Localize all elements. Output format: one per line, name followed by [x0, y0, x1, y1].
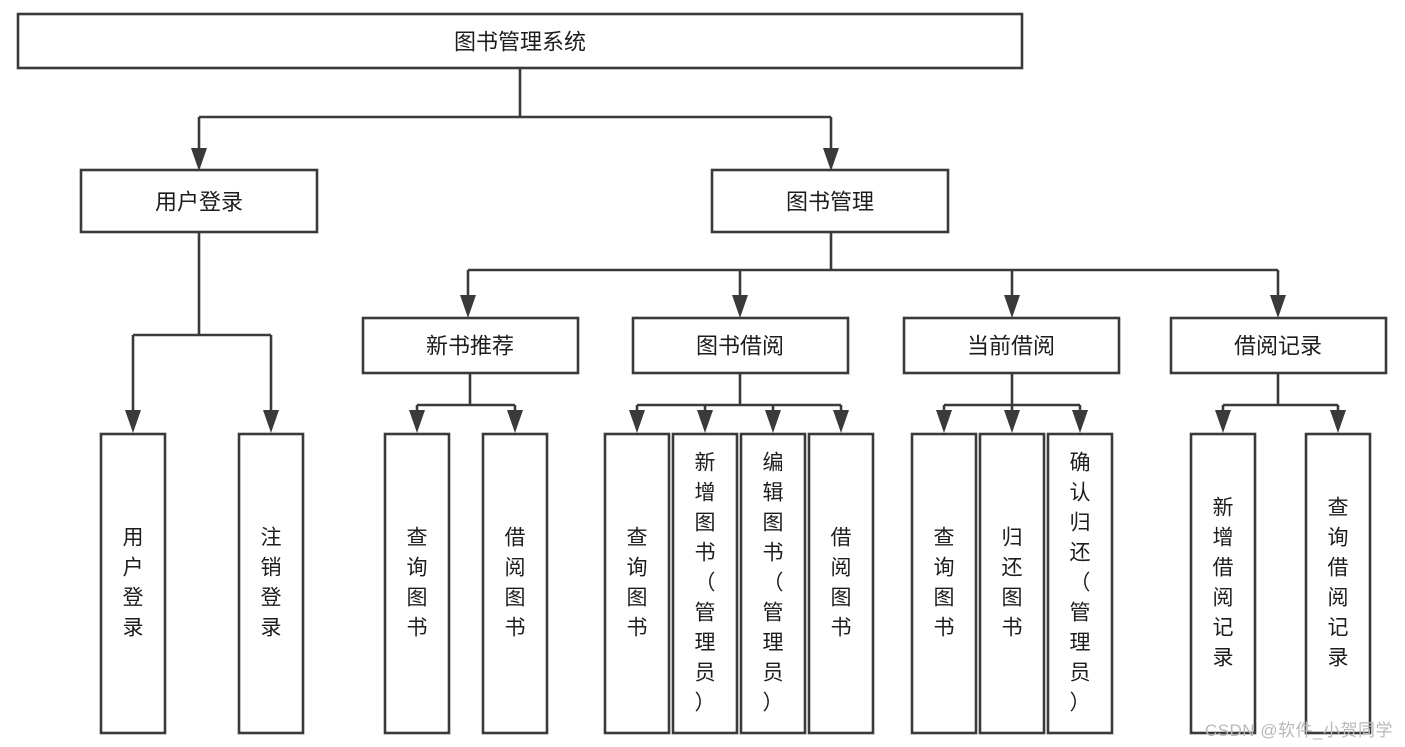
node-current-borrow-label: 当前借阅 [967, 334, 1055, 359]
node-root[interactable]: 图书管理系统 [16, 12, 1024, 70]
arrow-head-leaf-query-book-1 [409, 410, 425, 433]
node-new-book-recommend-label: 新书推荐 [426, 334, 514, 359]
arrow-head-leaf-query-borrow-record [1330, 410, 1346, 433]
connector-book-management-to-level3 [460, 232, 1286, 318]
node-borrow-record-label: 借阅记录 [1234, 334, 1322, 359]
node-leaf-edit-book-box[interactable] [739, 432, 807, 735]
node-new-book-recommend[interactable]: 新书推荐 [361, 316, 580, 375]
node-borrow-record-box[interactable] [1169, 316, 1388, 375]
arrow-head-book-borrow [732, 295, 748, 318]
node-leaf-user-logout-label: 注销登录 [261, 527, 282, 640]
node-leaf-query-book-2-label: 查询图书 [627, 527, 648, 640]
arrow-head-leaf-add-borrow-record [1215, 410, 1231, 433]
node-current-borrow-box[interactable] [902, 316, 1121, 375]
arrow-head-leaf-confirm-return [1072, 410, 1088, 433]
node-leaf-query-book-1-label: 查询图书 [407, 527, 428, 640]
node-book-management[interactable]: 图书管理 [710, 168, 950, 234]
node-book-borrow-box[interactable] [631, 316, 850, 375]
node-book-management-box[interactable] [710, 168, 950, 234]
node-leaf-confirm-return[interactable]: 确认归还（管理员） [1046, 432, 1114, 735]
arrow-head-leaf-borrow-book-1 [507, 410, 523, 433]
node-user-login-label: 用户登录 [155, 190, 243, 215]
node-leaf-user-login-label: 用户登录 [123, 527, 144, 640]
arrow-head-book-management [823, 148, 839, 171]
connector-new-book-recommend-to-leaves [409, 373, 523, 433]
node-leaf-borrow-book-1-box[interactable] [481, 432, 549, 735]
arrow-head-leaf-user-logout [263, 410, 279, 433]
connector-current-borrow-to-leaves [936, 373, 1088, 433]
node-user-login-box[interactable] [79, 168, 319, 234]
arrow-head-borrow-record [1270, 295, 1286, 318]
arrow-head-leaf-user-login [125, 410, 141, 433]
node-leaf-user-login[interactable]: 用户登录 [99, 432, 167, 735]
node-leaf-add-book[interactable]: 新增图书（管理员） [671, 432, 739, 735]
node-leaf-query-book-1[interactable]: 查询图书 [383, 432, 451, 735]
node-root-label: 图书管理系统 [454, 30, 586, 55]
node-leaf-borrow-book-1[interactable]: 借阅图书 [481, 432, 549, 735]
connector-user-login-to-leaves [125, 232, 279, 433]
node-leaf-query-borrow-record-label: 查询借阅记录 [1328, 497, 1349, 670]
connector-book-borrow-to-leaves [629, 373, 849, 433]
node-leaf-user-logout-box[interactable] [237, 432, 305, 735]
node-leaf-add-borrow-record-label: 新增借阅记录 [1213, 497, 1234, 670]
node-leaf-query-borrow-record[interactable]: 查询借阅记录 [1304, 432, 1372, 735]
node-borrow-record[interactable]: 借阅记录 [1169, 316, 1388, 375]
arrow-head-leaf-borrow-book-2 [833, 410, 849, 433]
arrow-head-leaf-edit-book [765, 410, 781, 433]
node-leaf-borrow-book-2-label: 借阅图书 [831, 527, 852, 640]
node-leaf-confirm-return-box[interactable] [1046, 432, 1114, 735]
node-leaf-add-borrow-record-box[interactable] [1189, 432, 1257, 735]
connector-borrow-record-to-leaves [1215, 373, 1346, 433]
node-leaf-query-book-2-box[interactable] [603, 432, 671, 735]
arrow-head-leaf-query-book-2 [629, 410, 645, 433]
node-leaf-borrow-book-1-label: 借阅图书 [505, 527, 526, 640]
node-book-management-label: 图书管理 [786, 190, 874, 215]
node-leaf-borrow-book-2[interactable]: 借阅图书 [807, 432, 875, 735]
node-leaf-user-logout[interactable]: 注销登录 [237, 432, 305, 735]
node-leaf-return-book-box[interactable] [978, 432, 1046, 735]
node-leaf-return-book-label: 归还图书 [1002, 527, 1023, 640]
node-leaf-edit-book[interactable]: 编辑图书（管理员） [739, 432, 807, 735]
csdn-watermark: CSDN @软件_小贺同学 [1204, 721, 1393, 740]
arrow-head-leaf-return-book [1004, 410, 1020, 433]
arrow-head-leaf-query-book-3 [936, 410, 952, 433]
arrow-head-user-login [191, 148, 207, 171]
node-user-login[interactable]: 用户登录 [79, 168, 319, 234]
node-leaf-add-borrow-record[interactable]: 新增借阅记录 [1189, 432, 1257, 735]
node-leaf-query-book-3-box[interactable] [910, 432, 978, 735]
node-leaf-edit-book-label: 编辑图书（管理员） [763, 452, 784, 715]
node-leaf-query-book-3-label: 查询图书 [934, 527, 955, 640]
node-new-book-recommend-box[interactable] [361, 316, 580, 375]
node-leaf-user-login-box[interactable] [99, 432, 167, 735]
arrow-head-current-borrow [1004, 295, 1020, 318]
node-leaf-add-book-box[interactable] [671, 432, 739, 735]
node-leaf-add-book-label: 新增图书（管理员） [695, 452, 716, 715]
node-leaf-query-borrow-record-box[interactable] [1304, 432, 1372, 735]
node-book-borrow[interactable]: 图书借阅 [631, 316, 850, 375]
node-leaf-confirm-return-label: 确认归还（管理员） [1070, 452, 1091, 715]
node-current-borrow[interactable]: 当前借阅 [902, 316, 1121, 375]
arrow-head-leaf-add-book [697, 410, 713, 433]
arrow-head-new-book-recommend [460, 295, 476, 318]
node-leaf-query-book-2[interactable]: 查询图书 [603, 432, 671, 735]
node-leaf-query-book-1-box[interactable] [383, 432, 451, 735]
node-leaf-borrow-book-2-box[interactable] [807, 432, 875, 735]
connector-root-to-level2 [191, 68, 839, 171]
node-leaf-query-book-3[interactable]: 查询图书 [910, 432, 978, 735]
node-root-box[interactable] [16, 12, 1024, 70]
node-book-borrow-label: 图书借阅 [696, 334, 784, 359]
node-leaf-return-book[interactable]: 归还图书 [978, 432, 1046, 735]
